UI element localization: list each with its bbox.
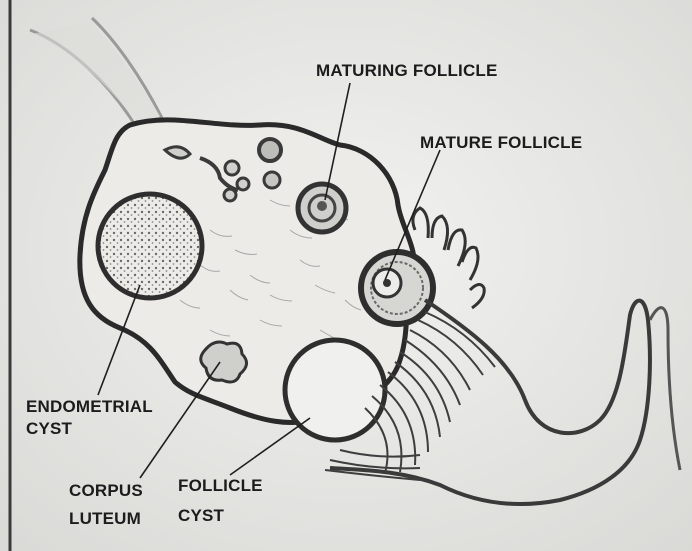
maturing-follicle-shape bbox=[298, 184, 346, 232]
label-follicle-cyst-line2: CYST bbox=[178, 505, 263, 527]
label-mature-follicle-text: MATURE FOLLICLE bbox=[420, 132, 582, 154]
label-endometrial-cyst-line1: ENDOMETRIAL bbox=[26, 396, 153, 418]
label-maturing-follicle: MATURING FOLLICLE bbox=[316, 60, 498, 82]
corpus-luteum-shape bbox=[201, 342, 247, 382]
label-corpus-luteum: CORPUS LUTEUM bbox=[69, 480, 143, 530]
label-corpus-luteum-line2: LUTEUM bbox=[69, 508, 143, 530]
label-follicle-cyst-line1: FOLLICLE bbox=[178, 475, 263, 497]
label-corpus-luteum-line1: CORPUS bbox=[69, 480, 143, 502]
endometrial-cyst-shape bbox=[98, 194, 202, 298]
label-endometrial-cyst: ENDOMETRIAL CYST bbox=[26, 396, 153, 440]
label-maturing-follicle-text: MATURING FOLLICLE bbox=[316, 60, 498, 82]
label-follicle-cyst: FOLLICLE CYST bbox=[178, 475, 263, 527]
mature-follicle-shape bbox=[361, 252, 433, 324]
label-endometrial-cyst-line2: CYST bbox=[26, 418, 153, 440]
label-mature-follicle: MATURE FOLLICLE bbox=[420, 132, 582, 154]
